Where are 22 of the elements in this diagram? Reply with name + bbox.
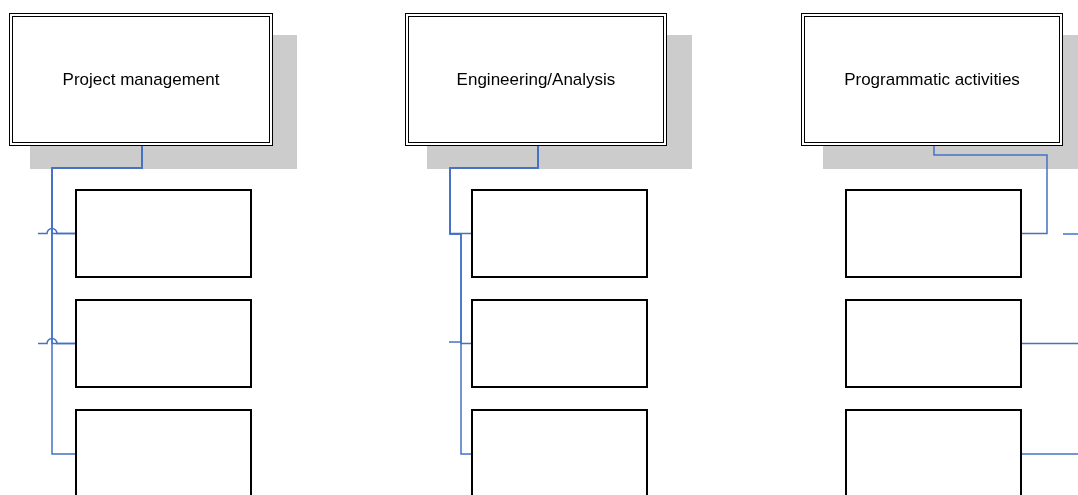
empty-box [75, 299, 252, 388]
connector-line [449, 145, 539, 455]
connector-line [37, 337, 76, 345]
connector-line [37, 227, 76, 235]
box-title: Programmatic activities [844, 69, 1020, 90]
connector-line [1021, 453, 1078, 455]
title-box [801, 13, 1063, 146]
connector-line [933, 145, 1048, 235]
empty-box [845, 409, 1022, 495]
title-box [405, 13, 667, 146]
box-title: Engineering/Analysis [456, 69, 616, 90]
title-box [9, 13, 273, 146]
connector-line [1021, 342, 1078, 345]
empty-box [845, 299, 1022, 388]
empty-box [75, 409, 252, 495]
empty-box [845, 189, 1022, 278]
empty-box [471, 409, 648, 495]
empty-box [471, 299, 648, 388]
empty-box [75, 189, 252, 278]
connector-line [51, 145, 143, 455]
box-title: Project management [62, 69, 220, 90]
empty-box [471, 189, 648, 278]
